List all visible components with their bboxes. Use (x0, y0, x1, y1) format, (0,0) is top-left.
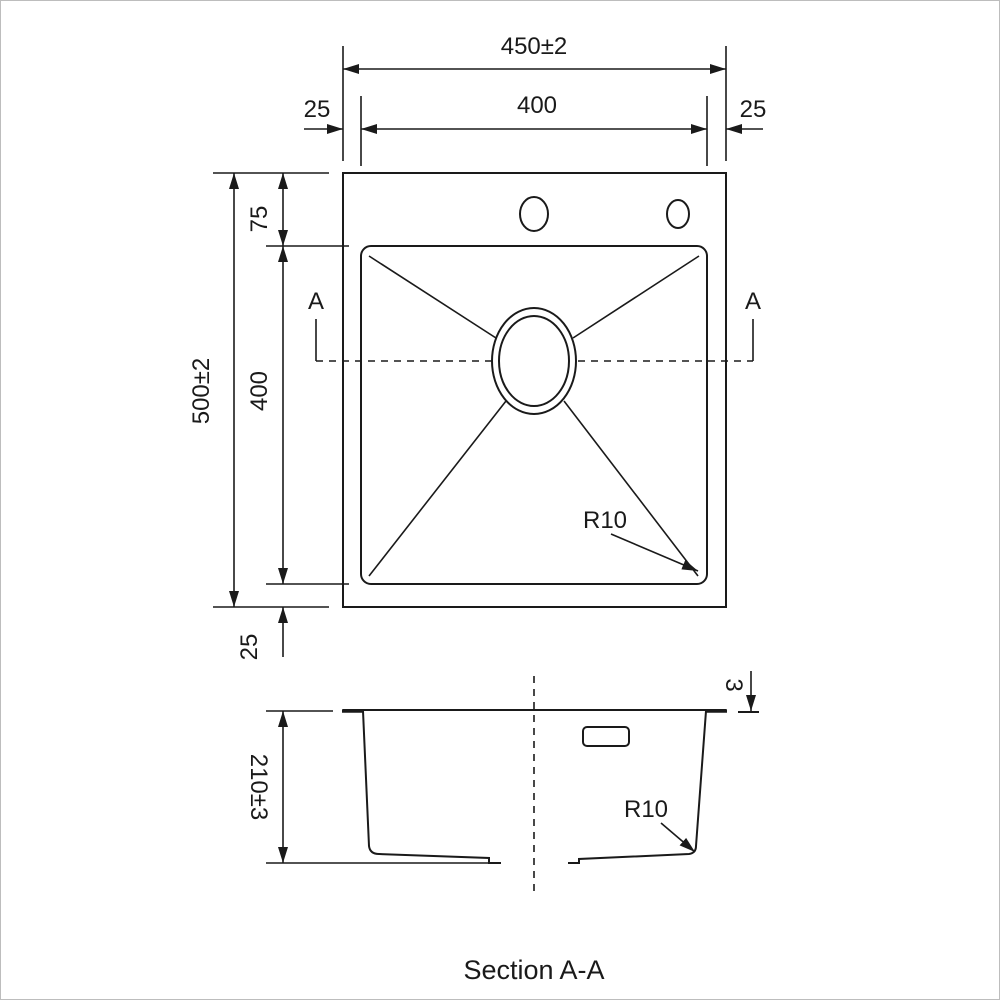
width-dimensions: 450±2 400 25 25 (304, 33, 767, 166)
inner-length-label: 400 (246, 371, 273, 411)
faucet-hole (519, 196, 549, 232)
section-mark-right: A (745, 288, 761, 315)
corner-radius-label: R10 (583, 507, 627, 534)
slope-lines (368, 255, 700, 577)
bowl-wall-left (362, 710, 501, 864)
right-margin-label: 25 (740, 96, 767, 123)
section-caption: Section A-A (463, 955, 604, 985)
top-margin-label: 75 (246, 206, 273, 233)
overall-length-label: 500±2 (188, 358, 215, 425)
plan-view: A A R10 (308, 172, 761, 608)
depth-label: 210±3 (245, 754, 272, 821)
overflow-slot (582, 726, 630, 747)
left-margin-label: 25 (304, 96, 331, 123)
length-dimensions: 500±2 75 400 25 (188, 172, 349, 661)
thickness-label: 3 (720, 678, 747, 691)
drain-inner (498, 315, 570, 407)
section-radius-label: R10 (624, 796, 668, 823)
sink-outline (342, 172, 727, 608)
bowl-wall-right (568, 710, 707, 864)
inner-width-label: 400 (517, 92, 557, 119)
section-view: 210±3 3 R10 (245, 671, 759, 896)
section-line (315, 319, 754, 362)
section-mark-left: A (308, 288, 324, 315)
bottom-margin-label: 25 (236, 634, 263, 661)
overall-width-label: 450±2 (501, 33, 568, 60)
bowl-outline (360, 245, 708, 585)
drain-outer (491, 307, 577, 415)
radius-leader (610, 533, 699, 572)
accessory-hole (666, 199, 690, 229)
